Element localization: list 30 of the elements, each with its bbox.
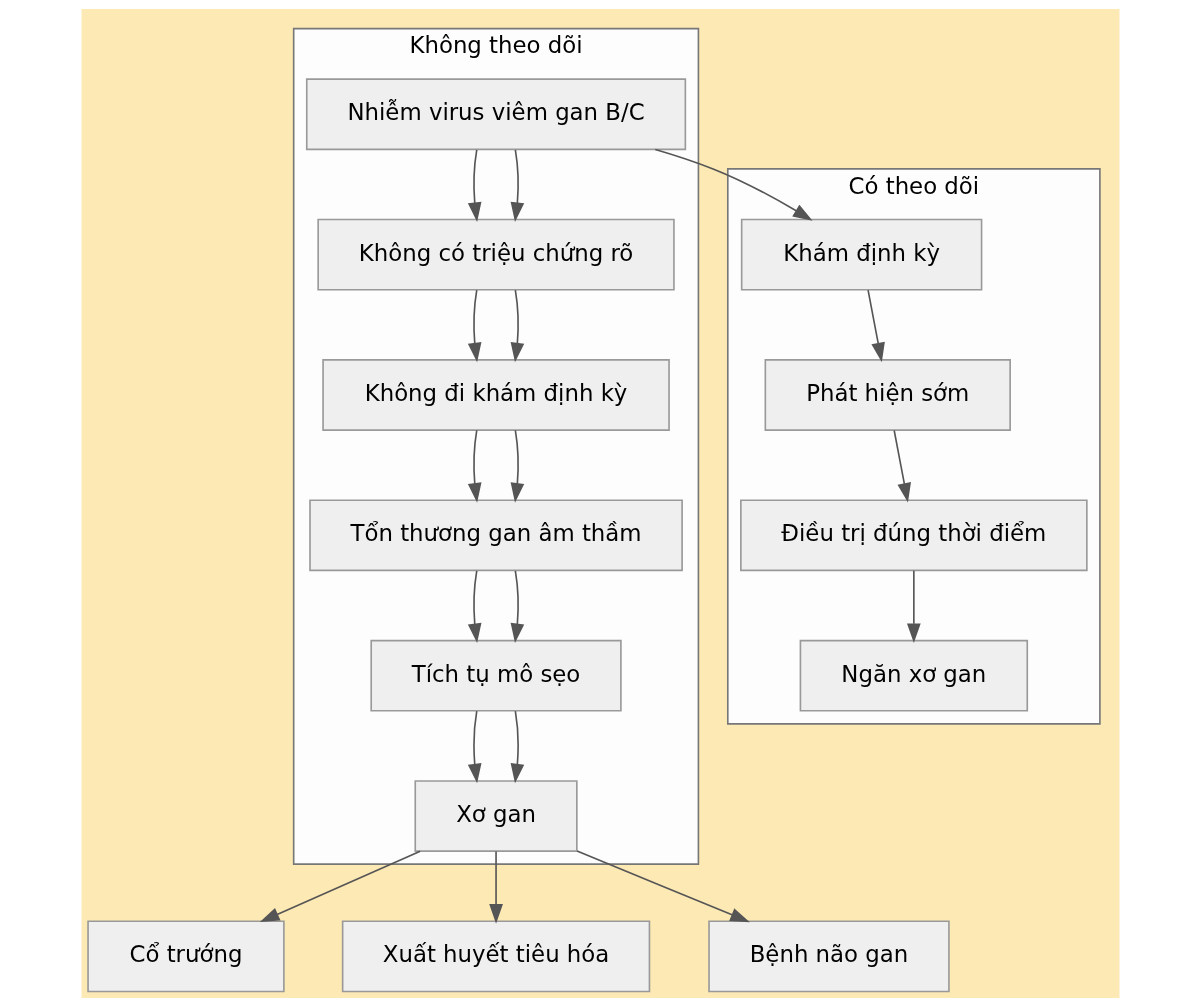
arrow <box>654 148 813 221</box>
arrow <box>510 709 524 783</box>
arrow <box>510 148 524 222</box>
node-box: Cổ trướng <box>86 920 285 992</box>
node-box: Khám định kỳ <box>740 218 982 291</box>
node-box: Ngăn xơ gan <box>799 639 1028 712</box>
arrow <box>259 849 421 922</box>
node-box: Không đi khám định kỳ <box>321 358 670 431</box>
arrow <box>467 429 481 503</box>
node-box: Nhiễm virus viêm gan B/C <box>305 77 686 150</box>
node-box: Xuất huyết tiêu hóa <box>341 920 650 992</box>
arrow <box>906 569 921 643</box>
node-box: Tích tụ mô sẹo <box>369 639 622 712</box>
node-box: Tổn thương gan âm thầm <box>308 498 683 571</box>
node-box: Điều trị đúng thời điểm <box>739 498 1088 571</box>
arrow <box>510 288 524 362</box>
arrow <box>467 288 481 362</box>
arrow <box>866 288 885 362</box>
arrow <box>467 709 481 783</box>
arrow <box>510 429 524 503</box>
node-box: Xơ gan <box>413 779 578 852</box>
arrow <box>488 850 503 924</box>
arrow <box>575 849 750 922</box>
arrow <box>467 148 481 222</box>
node-box: Phát hiện sớm <box>764 358 1011 431</box>
arrow <box>892 429 911 503</box>
arrow <box>510 569 524 643</box>
arrow <box>467 569 481 643</box>
node-box: Không có triệu chứng rõ <box>316 218 675 291</box>
node-box: Bệnh não gan <box>707 920 950 992</box>
